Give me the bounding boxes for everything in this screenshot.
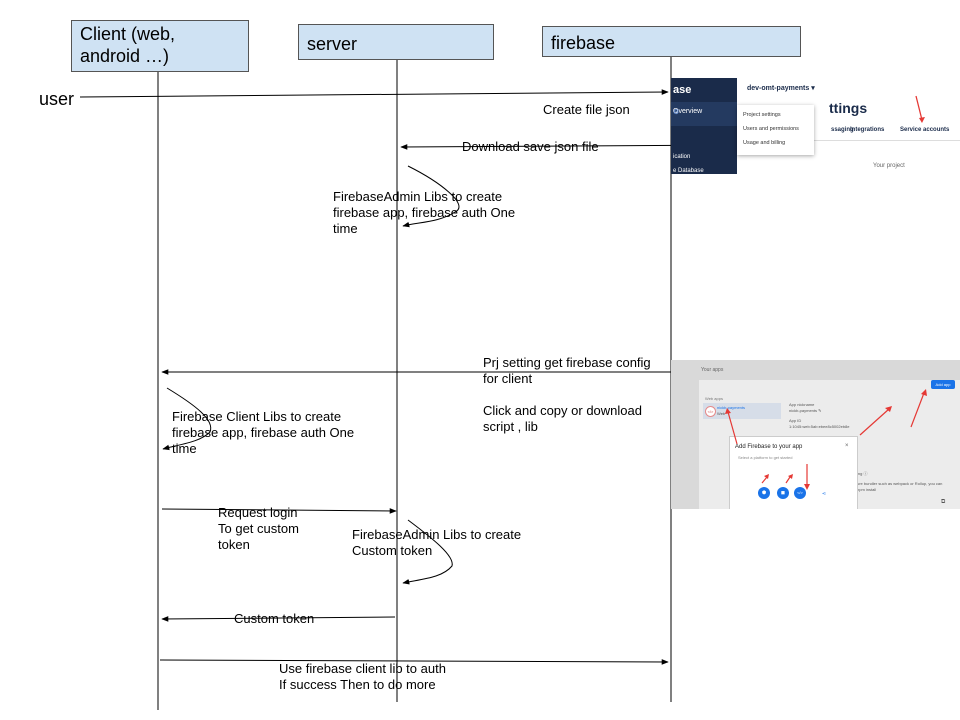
add-app-screenshot: Your apps Add app Web apps </> nickb-pay… [671, 360, 960, 509]
console-project-label: dev-omt-payments [747, 85, 810, 92]
label-line: To get custom [218, 521, 299, 536]
label-line: FirebaseAdmin Libs to create [333, 189, 503, 204]
app-id-value: 1:1045:web:5ab:ebee8c5002eb8e [789, 424, 850, 429]
modal-subtitle: Select a platform to get started [738, 455, 793, 460]
sdk-text-line1: ure bundler such as webpack or Rollup, y… [857, 481, 943, 486]
console-sidebar: ase Overview ⚙ ication e Database [671, 78, 737, 174]
add-app-annotation-arrows [725, 389, 927, 490]
arrow-use-client-lib [159, 659, 669, 665]
modal-title: Add Firebase to your app [735, 444, 803, 450]
actor-user-label: user [39, 89, 75, 109]
sdk-text-line2: npm install [857, 487, 877, 492]
label-line: If success Then to do more [279, 677, 436, 692]
arrow-custom-token [161, 616, 396, 622]
participant-firebase: firebase [542, 26, 801, 57]
label-line: script , lib [483, 419, 538, 434]
label-use-client-lib: Use firebase client lib to auth If succe… [279, 661, 446, 693]
label-admin-custom-token: FirebaseAdmin Libs to create Custom toke… [352, 527, 521, 559]
participant-client: Client (web, android …) [71, 20, 249, 72]
app-list-name: nickb-payments [717, 405, 746, 410]
label-line: Use firebase client lib to auth [279, 661, 446, 676]
label-line: Click and copy or download [483, 403, 642, 418]
label-line: token [218, 537, 250, 552]
app-nickname-text: nickb-payments [789, 408, 818, 413]
label-prj-setting: Prj setting get firebase config for clie… [483, 355, 651, 387]
console-overview-label: Overview [673, 108, 703, 115]
gear-icon: ⚙ [673, 109, 680, 116]
console-annotation-arrows [915, 95, 925, 123]
menu-users-permissions: Users and permissions [743, 126, 799, 132]
label-line: firebase app, firebase auth One [333, 205, 516, 220]
console-overview-row: Overview ⚙ [671, 102, 737, 126]
label-client-libs-init: Firebase Client Libs to create firebase … [172, 409, 354, 457]
label-line: FirebaseAdmin Libs to create [352, 527, 522, 542]
app-nickname-value: nickb-payments ✎ [789, 408, 822, 413]
app-id-label: App ID [789, 418, 802, 423]
web-platform-icon: </> [794, 487, 806, 499]
participant-server: server [298, 24, 494, 60]
label-admin-libs-init: FirebaseAdmin Libs to create firebase ap… [333, 189, 515, 237]
close-icon: × [845, 443, 849, 449]
participant-server-label: server [307, 34, 358, 54]
app-list-item: </> nickb-payments Web [703, 403, 781, 419]
label-download-json: Download save json file [462, 139, 599, 154]
participant-client-line2: android …) [80, 46, 170, 66]
participant-firebase-label: firebase [551, 33, 616, 53]
console-rtdb-item: e Database [673, 168, 704, 174]
label-line: time [172, 441, 197, 456]
console-screenshot: ase Overview ⚙ ication e Database dev-om… [671, 78, 960, 174]
arrow-request-login [161, 508, 397, 514]
app-nickname-label: App nickname [789, 402, 815, 407]
participant-client-line1: Client (web, [80, 24, 176, 44]
app-list-sub: Web [717, 411, 726, 416]
label-line: for client [483, 371, 533, 386]
android-platform-icon: ◼ [777, 487, 789, 499]
loop-server-admin-init [402, 165, 460, 228]
code-icon: </> [705, 406, 716, 417]
web-apps-label: Web apps [705, 396, 723, 401]
console-tab-service-accounts: Service accounts [900, 127, 950, 133]
sdk-hint: ing ⓘ [857, 471, 868, 476]
pencil-icon: ✎ [818, 408, 822, 413]
label-click-copy: Click and copy or download script , lib [483, 403, 642, 435]
menu-project-settings: Project settings [743, 112, 781, 118]
add-app-button: Add app [931, 380, 955, 389]
console-tab-messaging: ssaging [831, 127, 854, 133]
label-line: Prj setting get firebase config [483, 355, 651, 370]
unity-platform-icon: ⋖ [817, 487, 831, 501]
label-request-login: Request login To get custom token [218, 505, 299, 553]
console-auth-item: ication [673, 154, 691, 160]
label-line: Custom token [352, 543, 433, 558]
loop-client-libs-init [162, 387, 212, 451]
ios-platform-icon: ⬢ [758, 487, 770, 499]
console-your-project: Your project [873, 163, 905, 169]
label-line: time [333, 221, 358, 236]
console-divider [737, 140, 960, 141]
label-line: Request login [218, 505, 298, 520]
your-apps-label: Your apps [701, 367, 724, 373]
console-tab-integrations: Integrations [850, 127, 885, 133]
add-firebase-modal: Add Firebase to your app Select a platfo… [730, 437, 857, 509]
menu-usage-billing: Usage and billing [743, 140, 786, 146]
arrow-user-create-json [79, 89, 669, 98]
chevron-down-icon: ▾ [811, 85, 815, 92]
console-settings-menu: Project settings Users and permissions U… [737, 105, 814, 155]
copy-icon: ⧉ [941, 499, 946, 505]
console-heading: ttings [829, 100, 868, 116]
label-create-file-json: Create file json [543, 102, 630, 117]
console-brand: ase [673, 84, 692, 96]
label-line: Firebase Client Libs to create [172, 409, 342, 424]
loop-server-custom-token [402, 519, 453, 585]
label-custom-token: Custom token [234, 611, 315, 626]
console-project-name: dev-omt-payments ▾ [747, 84, 815, 92]
label-line: firebase app, firebase auth One [172, 425, 355, 440]
